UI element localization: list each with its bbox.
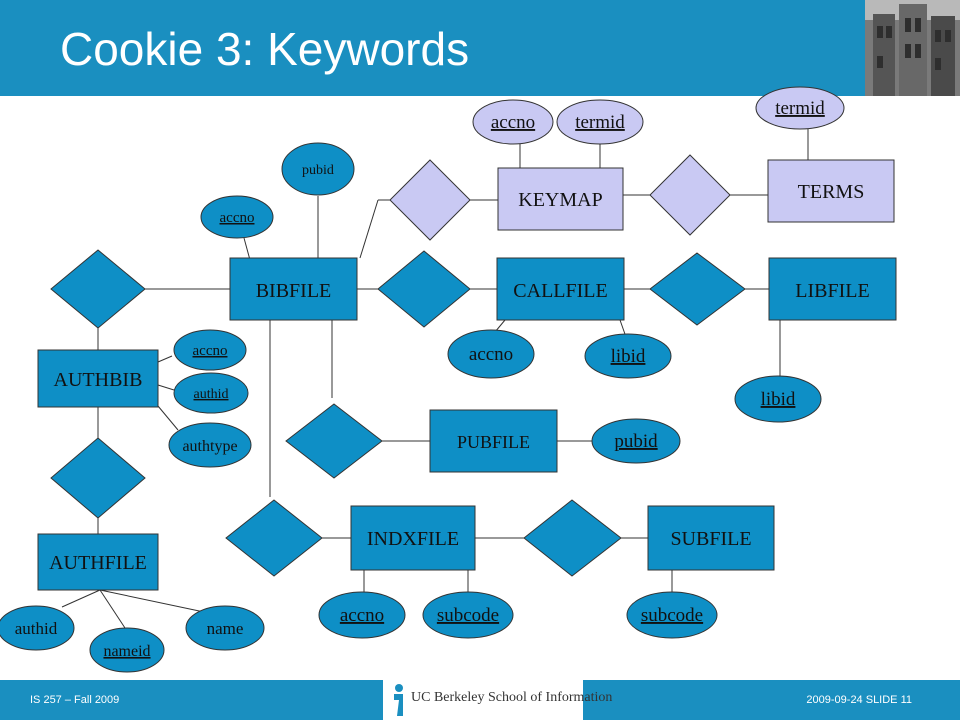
svg-text:libid: libid xyxy=(761,389,796,410)
svg-text:accno: accno xyxy=(340,605,384,626)
svg-text:CALLFILE: CALLFILE xyxy=(513,280,607,302)
svg-text:SUBFILE: SUBFILE xyxy=(670,528,751,550)
svg-text:INDXFILE: INDXFILE xyxy=(367,528,459,550)
relationship-bib-keymap xyxy=(389,159,471,241)
attribute-indx-subcode: subcode xyxy=(422,591,514,639)
attribute-authfile-nameid: nameid xyxy=(89,627,165,673)
attribute-authbib-accno: accno xyxy=(173,329,247,371)
svg-text:pubid: pubid xyxy=(614,431,658,452)
title-bar xyxy=(0,0,865,96)
svg-text:subcode: subcode xyxy=(641,605,703,626)
svg-text:authtype: authtype xyxy=(182,438,237,455)
svg-text:TERMS: TERMS xyxy=(798,181,865,203)
entity-pubfile: PUBFILE xyxy=(429,409,558,473)
entity-libfile: LIBFILE xyxy=(768,257,897,321)
building-photo xyxy=(865,0,960,96)
attribute-keymap-termid: termid xyxy=(556,99,644,145)
attribute-keymap-accno: accno xyxy=(472,99,554,145)
relationship-call-lib xyxy=(649,252,746,326)
slide-title: Cookie 3: Keywords xyxy=(60,23,470,75)
svg-text:pubid: pubid xyxy=(302,163,334,178)
svg-text:termid: termid xyxy=(775,98,825,119)
relationship-diamonds xyxy=(50,154,746,577)
entity-keymap: KEYMAP xyxy=(497,167,624,231)
attribute-bib-accno: accno xyxy=(200,195,274,239)
svg-text:accno: accno xyxy=(469,344,513,365)
school-logo xyxy=(383,680,583,720)
entity-authfile: AUTHFILE xyxy=(37,533,159,591)
attribute-bib-pubid: pubid xyxy=(281,142,355,196)
relationship-keymap-terms xyxy=(649,154,731,236)
relationship-authbib-bibfile xyxy=(50,249,146,329)
entity-callfile: CALLFILE xyxy=(496,257,625,321)
attribute-sub-subcode: subcode xyxy=(626,591,718,639)
attribute-lib-libid: libid xyxy=(734,375,822,423)
svg-text:authid: authid xyxy=(15,619,58,638)
svg-text:accno: accno xyxy=(491,112,535,133)
course-label: IS 257 – Fall 2009 xyxy=(30,694,120,706)
svg-text:BIBFILE: BIBFILE xyxy=(256,280,332,302)
attribute-pub-pubid: pubid xyxy=(591,418,681,464)
svg-text:accno: accno xyxy=(193,343,228,359)
entities: BIBFILE CALLFILE LIBFILE KEYMAP TERMS AU… xyxy=(37,159,897,591)
relationship-bib-indx xyxy=(225,499,323,577)
svg-text:PUBFILE: PUBFILE xyxy=(457,432,530,452)
connector-lines xyxy=(61,128,809,629)
entity-terms: TERMS xyxy=(767,159,895,223)
svg-text:name: name xyxy=(207,619,244,638)
attribute-terms-termid: termid xyxy=(755,86,845,130)
svg-text:accno: accno xyxy=(220,210,255,226)
school-logo-text: UC Berkeley School of Information xyxy=(411,690,613,705)
svg-text:subcode: subcode xyxy=(437,605,499,626)
svg-text:AUTHBIB: AUTHBIB xyxy=(54,369,143,391)
attribute-authbib-authtype: authtype xyxy=(168,422,252,468)
relationship-bib-call xyxy=(377,250,471,328)
relationship-indx-sub xyxy=(523,499,622,577)
svg-text:nameid: nameid xyxy=(103,643,150,660)
attributes: pubid accno accno termid termid accno li… xyxy=(0,86,845,673)
entity-bibfile: BIBFILE xyxy=(229,257,358,321)
attribute-authfile-authid: authid xyxy=(0,605,75,651)
svg-text:authid: authid xyxy=(194,387,229,402)
svg-text:LIBFILE: LIBFILE xyxy=(795,280,869,302)
er-diagram: BIBFILE CALLFILE LIBFILE KEYMAP TERMS AU… xyxy=(0,86,897,673)
attribute-authfile-name: name xyxy=(185,605,265,651)
svg-text:KEYMAP: KEYMAP xyxy=(518,189,602,211)
relationship-bib-pub xyxy=(285,403,383,479)
attribute-indx-accno: accno xyxy=(318,591,406,639)
attribute-authbib-authid: authid xyxy=(173,372,249,414)
attribute-call-accno: accno xyxy=(447,329,535,379)
ischool-i-icon xyxy=(394,684,403,716)
slide-info: 2009-09-24 SLIDE 11 xyxy=(806,694,912,706)
attribute-call-libid: libid xyxy=(584,333,672,379)
relationship-authbib-authfile xyxy=(50,437,146,519)
entity-indxfile: INDXFILE xyxy=(350,505,476,571)
svg-text:termid: termid xyxy=(575,112,625,133)
svg-text:libid: libid xyxy=(611,346,646,367)
entity-subfile: SUBFILE xyxy=(647,505,775,571)
svg-text:AUTHFILE: AUTHFILE xyxy=(49,552,147,574)
entity-authbib: AUTHBIB xyxy=(37,349,159,408)
